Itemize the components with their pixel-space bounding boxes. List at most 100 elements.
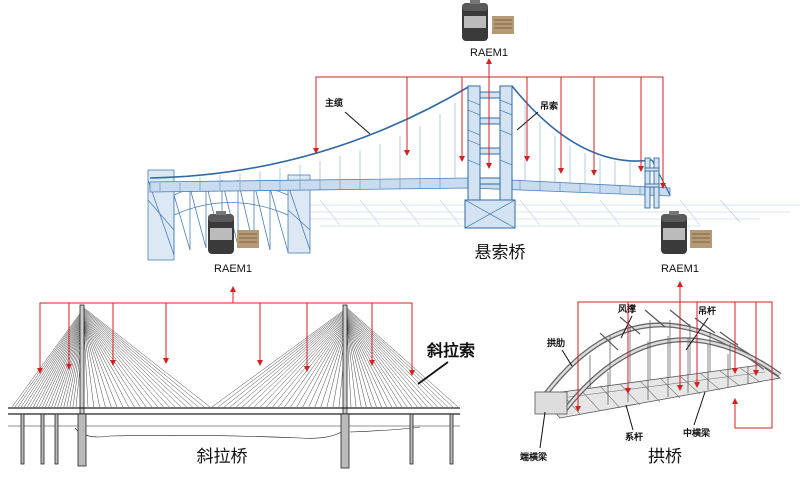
sensor-device-top (462, 0, 514, 41)
stay-cable-line (83, 327, 89, 408)
arch-connector-arrows (575, 281, 759, 412)
stay-cable-line (346, 314, 423, 408)
stay-cable-line (346, 317, 408, 408)
stay-cable-line (308, 323, 348, 408)
stay-cable-line (346, 311, 438, 408)
stay-cable-line (346, 309, 448, 408)
suspension-bridge-illustration (147, 85, 800, 261)
sensor-device-top-label: RAEM1 (470, 47, 508, 59)
stay-cable-line (36, 315, 85, 408)
stay-cable-line (51, 320, 85, 408)
stay-cable-line (278, 318, 348, 408)
stay-cable-line (14, 308, 85, 408)
stay-cable-line (83, 311, 187, 408)
stay-cable-line (223, 309, 348, 408)
stay-cable-leader (417, 361, 449, 385)
stay-cable-line (20, 310, 85, 408)
stay-cable-line (17, 309, 85, 408)
suspender-label: 吊杆 (698, 305, 716, 317)
stay-cable-line (39, 316, 85, 408)
cable-stayed-bridge-illustration (8, 304, 460, 469)
stay-cable-line (45, 318, 85, 408)
sensor-device-right-label: RAEM1 (661, 263, 699, 275)
stay-cable-line (83, 320, 135, 408)
arch-bridge-title: 拱桥 (648, 447, 682, 467)
stay-cable-line (346, 318, 403, 408)
stay-cable-line (314, 324, 348, 408)
stay-cable-line (48, 319, 85, 408)
tie-rod-leader (625, 404, 634, 431)
middle-beam-label: 中横梁 (683, 427, 711, 439)
stay-cable-line (346, 307, 459, 408)
stay-cable-line (290, 320, 348, 408)
stay-cable-line (83, 314, 170, 408)
stay-cable-line (346, 323, 377, 408)
stay-cable-line (83, 310, 193, 408)
stay-cable-line (27, 312, 85, 408)
suspension-connector-arrows (313, 58, 666, 189)
arch-rib-label: 拱肋 (547, 337, 565, 349)
stay-cable-line (346, 327, 352, 408)
stay-cable-line (33, 314, 85, 408)
wind-brace-leader (620, 315, 633, 339)
stay-cable-line (23, 311, 85, 408)
stay-cable-line (272, 317, 348, 408)
stay-cable-line (83, 313, 176, 408)
stay-cable-line (346, 326, 362, 408)
arch-rib-leader (561, 349, 573, 367)
stay-cable-line (296, 321, 348, 408)
stay-cable-line (83, 324, 112, 408)
stay-cable-line (83, 323, 118, 408)
stay-cable-line (346, 312, 433, 408)
stay-cable-line (346, 324, 372, 408)
stay-cable-line (229, 310, 348, 408)
sensor-device-left-label: RAEM1 (214, 263, 252, 275)
middle-beam-leader (693, 391, 706, 426)
stay-cable-line (346, 315, 418, 408)
end-beam-label: 端横梁 (520, 451, 548, 463)
stay-cable-label: 斜拉索 (426, 341, 475, 360)
sensor-device-right (661, 211, 712, 254)
stay-cable-line (83, 326, 100, 408)
cable-stayed-bridge-title: 斜拉桥 (197, 447, 248, 467)
suspension-sensor-connectors (315, 62, 664, 185)
stay-cable-line (346, 327, 357, 408)
cable-stayed-connector-arrows (37, 286, 415, 376)
hanger-label: 吊索 (540, 100, 558, 112)
suspension-bridge-title: 悬索桥 (475, 243, 526, 263)
stay-cable-line (42, 317, 85, 408)
stay-cable-line (346, 321, 387, 408)
stay-cable-line (346, 322, 382, 408)
sensor-device-left (208, 211, 259, 254)
stay-cable-line (30, 313, 85, 408)
stay-cable-line (254, 314, 348, 408)
stay-cable-line (248, 313, 348, 408)
stay-cable-line (83, 315, 164, 408)
stay-cable-line (211, 307, 348, 408)
stay-cable-line (83, 325, 106, 408)
stay-cable-line (83, 327, 95, 408)
arch-bridge-illustration (534, 309, 782, 419)
wind-brace-label: 风撑 (618, 303, 636, 315)
stay-cable-line (217, 308, 348, 408)
end-beam-leader (539, 411, 546, 449)
stay-cable-line (260, 315, 348, 408)
stay-cable-line (83, 318, 147, 408)
stay-cable-line (302, 322, 348, 408)
tie-rod-label: 系杆 (625, 431, 643, 443)
stay-cable-line (346, 313, 428, 408)
cable-stayed-sensor-connectors (39, 290, 413, 372)
stay-cable-line (83, 308, 205, 408)
stay-cable-line (11, 307, 85, 408)
stay-cable-line (346, 308, 454, 408)
stay-cable-line (242, 312, 348, 408)
arch-sensor-connectors (577, 285, 773, 429)
stay-cable-line (83, 307, 211, 408)
stay-cable-line (236, 311, 348, 408)
stay-cable-line (83, 317, 153, 408)
stay-cable-line (346, 316, 413, 408)
stay-cable-line (83, 316, 158, 408)
main-cable-label: 主缆 (325, 97, 343, 109)
stay-cable-line (346, 325, 367, 408)
